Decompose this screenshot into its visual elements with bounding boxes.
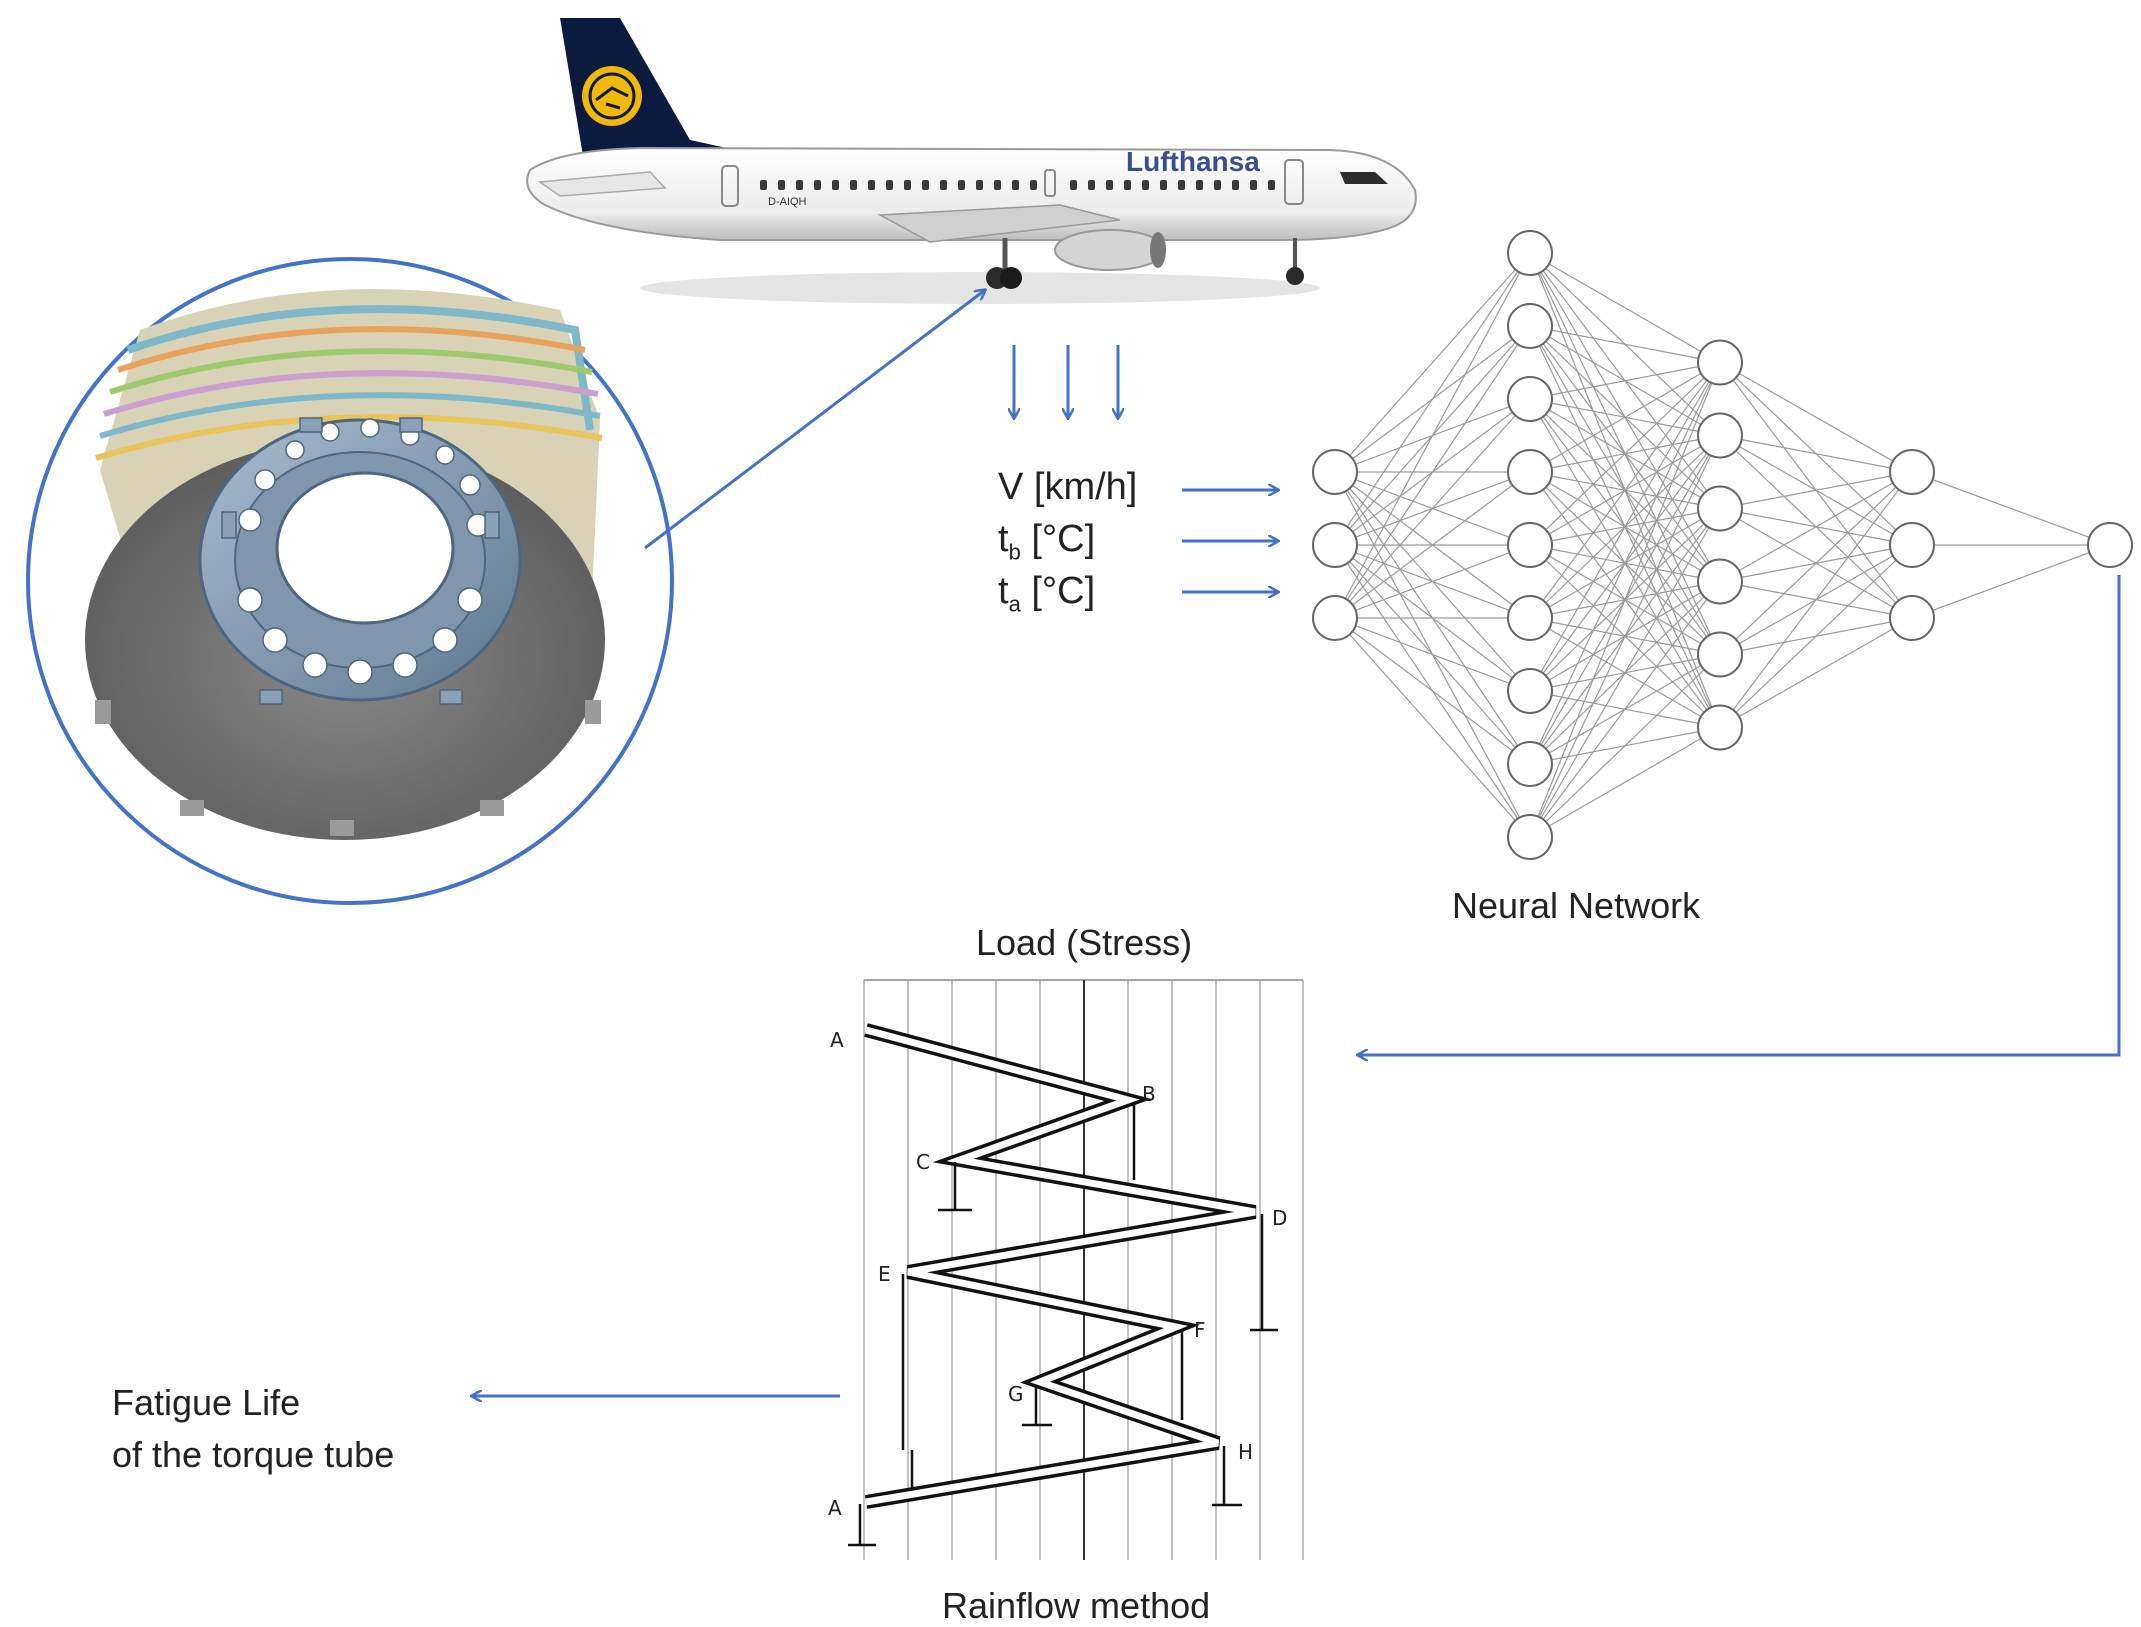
neural-network-connections: [1334, 252, 2111, 838]
nn-connection: [1719, 361, 1913, 473]
nn-node-layer-3: [1889, 522, 1935, 568]
nn-node-layer-1: [1507, 668, 1553, 714]
nn-node-layer-1: [1507, 814, 1553, 860]
point-label-g: G: [1008, 1382, 1024, 1406]
nn-node-layer-3: [1889, 449, 1935, 495]
point-label-h: H: [1238, 1440, 1254, 1464]
brake-disc-detail: [26, 257, 674, 905]
nn-connection: [1334, 252, 1531, 546]
point-label-a-end: A: [828, 1496, 842, 1520]
rainflow-drips: [848, 1102, 1278, 1547]
nn-node-layer-1: [1507, 741, 1553, 787]
nn-node-layer-1: [1507, 449, 1553, 495]
nn-node-layer-1: [1507, 522, 1553, 568]
nn-node-layer-2: [1697, 485, 1743, 532]
nn-node-layer-0: [1312, 595, 1358, 641]
nn-node-layer-2: [1697, 558, 1743, 605]
nn-connection: [1334, 617, 1531, 692]
point-label-a-start: A: [830, 1028, 844, 1052]
rainflow-title: Load (Stress): [976, 922, 1193, 963]
nose-gear-wheel: [1286, 267, 1304, 285]
nn-node-layer-2: [1697, 412, 1743, 459]
point-label-d: D: [1272, 1206, 1288, 1230]
fuselage: [526, 146, 1417, 241]
nn-connection: [1719, 471, 1913, 655]
nn-connection: [1529, 508, 1721, 838]
nn-connection: [1334, 617, 1531, 765]
airplane-illustration: [526, 18, 1417, 304]
network-output-arrow: [1358, 575, 2121, 1055]
zoom-arrow: [644, 290, 985, 550]
nn-node-layer-2: [1697, 704, 1743, 751]
nn-connection: [1529, 362, 1721, 838]
nn-connection: [1334, 252, 1531, 473]
nn-node-layer-2: [1697, 631, 1743, 678]
nn-node-layer-0: [1312, 522, 1358, 568]
input-brake-temp: tb [°C]: [998, 518, 1096, 565]
airline-livery: Lufthansa: [1126, 146, 1260, 177]
nn-node-layer-2: [1697, 339, 1743, 386]
data-down-arrows: [1014, 345, 1118, 418]
nn-connection: [1719, 471, 1913, 510]
nn-connection: [1529, 362, 1721, 765]
nn-connection: [1529, 325, 1721, 364]
aircraft-registration: D-AIQH: [768, 196, 807, 208]
nn-connection: [1529, 654, 1721, 838]
nn-connection: [1529, 361, 1721, 400]
nn-connection: [1529, 362, 1721, 546]
rainflow-path: [864, 1023, 1257, 1509]
point-label-e: E: [878, 1262, 891, 1286]
nn-connection: [1911, 471, 2111, 546]
nn-connection: [1719, 471, 1913, 728]
point-label-b: B: [1142, 1082, 1156, 1106]
nn-connection: [1334, 325, 1531, 619]
nn-connection: [1529, 726, 1721, 838]
nn-node-layer-1: [1507, 230, 1553, 276]
nn-node-layer-3: [1889, 595, 1935, 641]
nn-connection: [1719, 544, 1913, 728]
nn-node-layer-1: [1507, 303, 1553, 349]
nn-connection: [1911, 544, 2111, 619]
nn-connection: [1719, 471, 1913, 583]
nn-connection: [1334, 471, 1531, 619]
input-speed: V [km/h]: [998, 466, 1138, 508]
input-arrows: [1182, 490, 1278, 592]
input-ambient-temp: ta [°C]: [998, 570, 1096, 617]
neural-network-nodes: [1312, 230, 2133, 860]
nn-connection: [1334, 252, 1531, 619]
nn-connection: [1529, 361, 1721, 473]
nn-node-layer-1: [1507, 376, 1553, 422]
point-label-c: C: [916, 1150, 930, 1174]
nn-connection: [1334, 617, 1531, 838]
nn-connection: [1334, 398, 1531, 619]
nn-connection: [1529, 435, 1721, 838]
rainflow-chart: [848, 979, 1304, 1560]
nn-node-layer-4: [2087, 522, 2133, 568]
nn-node-layer-0: [1312, 449, 1358, 495]
engine: [1054, 229, 1166, 271]
rainflow-caption: Rainflow method: [942, 1585, 1211, 1626]
fatigue-life-line2: of the torque tube: [112, 1434, 395, 1475]
nn-connection: [1334, 544, 1531, 619]
tail-fin: [560, 18, 745, 178]
nn-connection: [1529, 362, 1721, 619]
point-label-f: F: [1194, 1318, 1206, 1342]
nn-connection: [1529, 362, 1721, 692]
nn-node-layer-1: [1507, 595, 1553, 641]
nn-connection: [1529, 581, 1721, 838]
neural-network-label: Neural Network: [1452, 885, 1701, 926]
nn-connection: [1529, 252, 1721, 364]
fatigue-life-line1: Fatigue Life: [112, 1382, 301, 1423]
nn-connection: [1719, 617, 1913, 729]
nn-connection: [1719, 434, 1913, 473]
